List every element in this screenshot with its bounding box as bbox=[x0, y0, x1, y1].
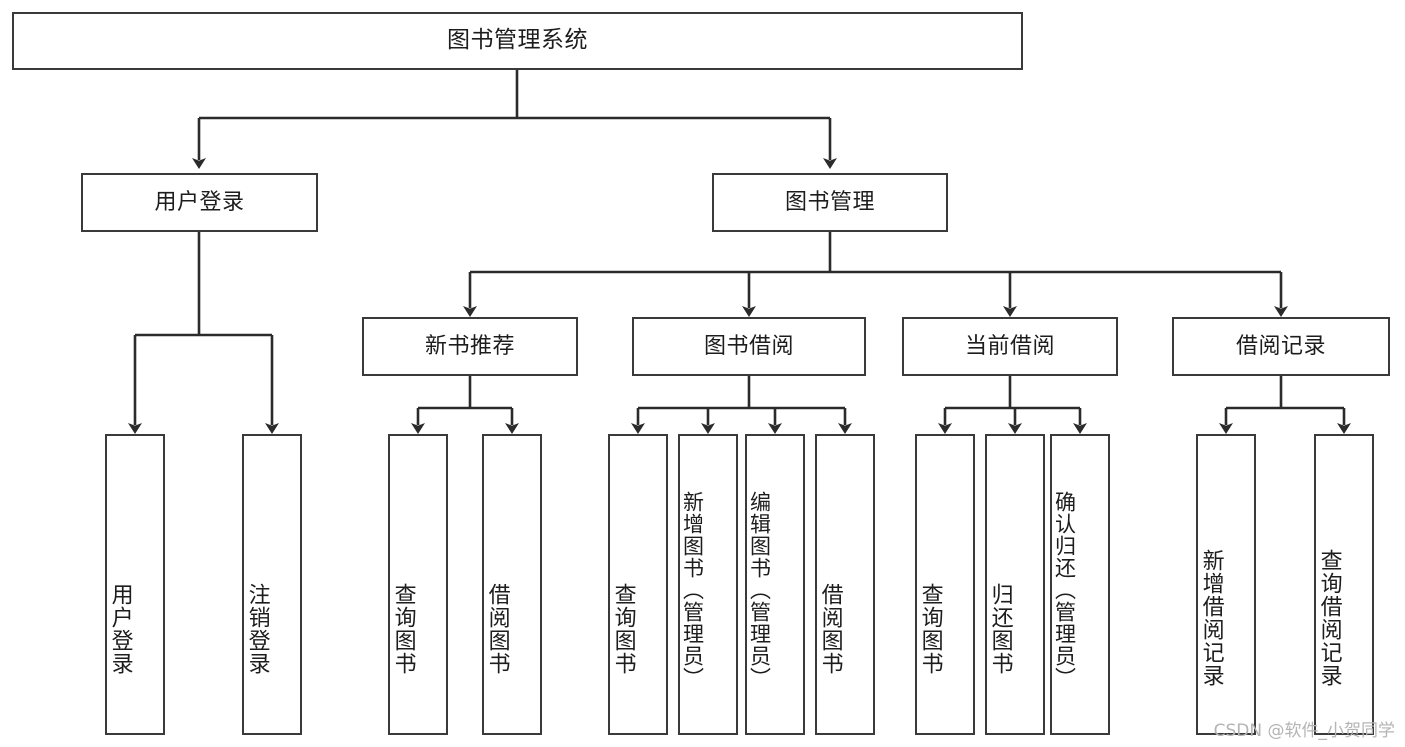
node-label: 借阅记录 bbox=[1235, 333, 1326, 359]
node-new-book-recommend[interactable]: 新书推荐 bbox=[362, 317, 578, 376]
leaf-current-borrow-query[interactable]: 查询图书 bbox=[915, 434, 975, 735]
watermark-text: CSDN @软件_小贺同学 bbox=[1213, 721, 1395, 741]
node-label: 新增借阅记录 bbox=[1198, 548, 1224, 687]
node-label: 新增图书（管理员） bbox=[680, 490, 705, 689]
node-borrow-record[interactable]: 借阅记录 bbox=[1172, 317, 1390, 376]
node-label: 查询图书 bbox=[917, 582, 943, 675]
leaf-book-borrow-edit[interactable]: 编辑图书（管理员） bbox=[745, 434, 805, 735]
leaf-borrow-record-query[interactable]: 查询借阅记录 bbox=[1314, 434, 1374, 735]
leaf-current-borrow-confirm-return[interactable]: 确认归还（管理员） bbox=[1050, 434, 1110, 735]
leaf-new-book-query[interactable]: 查询图书 bbox=[388, 434, 448, 735]
node-label: 归还图书 bbox=[987, 582, 1013, 675]
node-label: 新书推荐 bbox=[424, 333, 515, 359]
node-label: 确认归还（管理员） bbox=[1052, 490, 1077, 689]
leaf-book-borrow-query[interactable]: 查询图书 bbox=[608, 434, 668, 735]
leaf-user-login-logout[interactable]: 注销登录 bbox=[242, 434, 302, 735]
node-label: 当前借阅 bbox=[964, 333, 1055, 359]
node-root-system[interactable]: 图书管理系统 bbox=[12, 12, 1023, 70]
node-label: 借阅图书 bbox=[484, 582, 510, 675]
leaf-user-login-login[interactable]: 用户登录 bbox=[105, 434, 165, 735]
node-label: 查询借阅记录 bbox=[1316, 548, 1342, 687]
leaf-book-borrow-add[interactable]: 新增图书（管理员） bbox=[678, 434, 738, 735]
node-label: 查询图书 bbox=[390, 582, 416, 675]
node-label: 用户登录 bbox=[154, 189, 245, 215]
node-label: 注销登录 bbox=[244, 582, 270, 675]
node-label: 图书管理 bbox=[784, 189, 875, 215]
node-user-login[interactable]: 用户登录 bbox=[81, 173, 318, 232]
node-book-borrow[interactable]: 图书借阅 bbox=[632, 317, 866, 376]
node-label: 图书管理系统 bbox=[447, 27, 588, 54]
leaf-borrow-record-add[interactable]: 新增借阅记录 bbox=[1196, 434, 1256, 735]
leaf-new-book-borrow[interactable]: 借阅图书 bbox=[482, 434, 542, 735]
node-label: 编辑图书（管理员） bbox=[747, 490, 772, 689]
node-label: 借阅图书 bbox=[817, 582, 843, 675]
leaf-book-borrow-borrow[interactable]: 借阅图书 bbox=[815, 434, 875, 735]
node-label: 图书借阅 bbox=[703, 333, 794, 359]
node-label: 用户登录 bbox=[107, 582, 133, 675]
node-label: 查询图书 bbox=[610, 582, 636, 675]
node-book-management[interactable]: 图书管理 bbox=[712, 173, 948, 232]
leaf-current-borrow-return[interactable]: 归还图书 bbox=[985, 434, 1045, 735]
node-current-borrow[interactable]: 当前借阅 bbox=[902, 317, 1118, 376]
